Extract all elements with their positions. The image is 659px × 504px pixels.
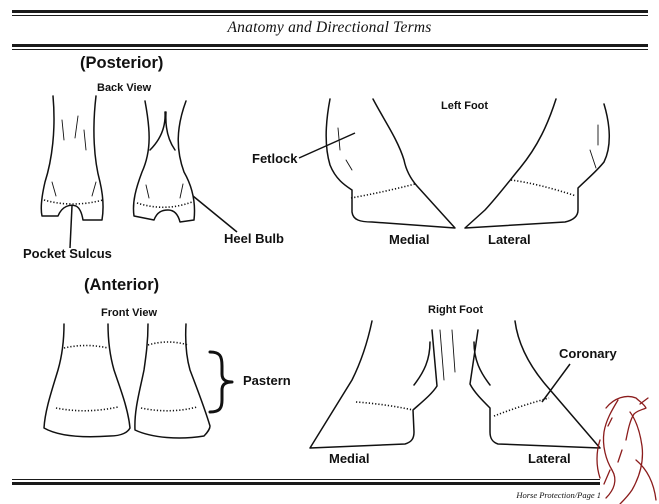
pocket-sulcus-leader — [70, 206, 72, 248]
left-foot-medial-hoof — [326, 99, 455, 228]
right-foot-medial-hoof — [310, 321, 455, 448]
back-view-hoof-left — [41, 96, 103, 220]
footer-page-label: Horse Protection/Page 1 — [516, 490, 601, 500]
back-view-hoof-right — [133, 101, 194, 222]
right-foot-lateral-hoof — [470, 321, 600, 448]
horse-logo-sketch — [597, 396, 656, 504]
footer-rule-thick — [12, 482, 600, 485]
front-view-hoof-left — [44, 324, 130, 437]
pastern-brace — [210, 352, 232, 412]
footer-rule-thin — [12, 479, 600, 480]
left-foot-lateral-hoof — [465, 99, 609, 228]
heel-bulb-leader — [193, 196, 237, 232]
front-view-hoof-right — [135, 324, 210, 438]
